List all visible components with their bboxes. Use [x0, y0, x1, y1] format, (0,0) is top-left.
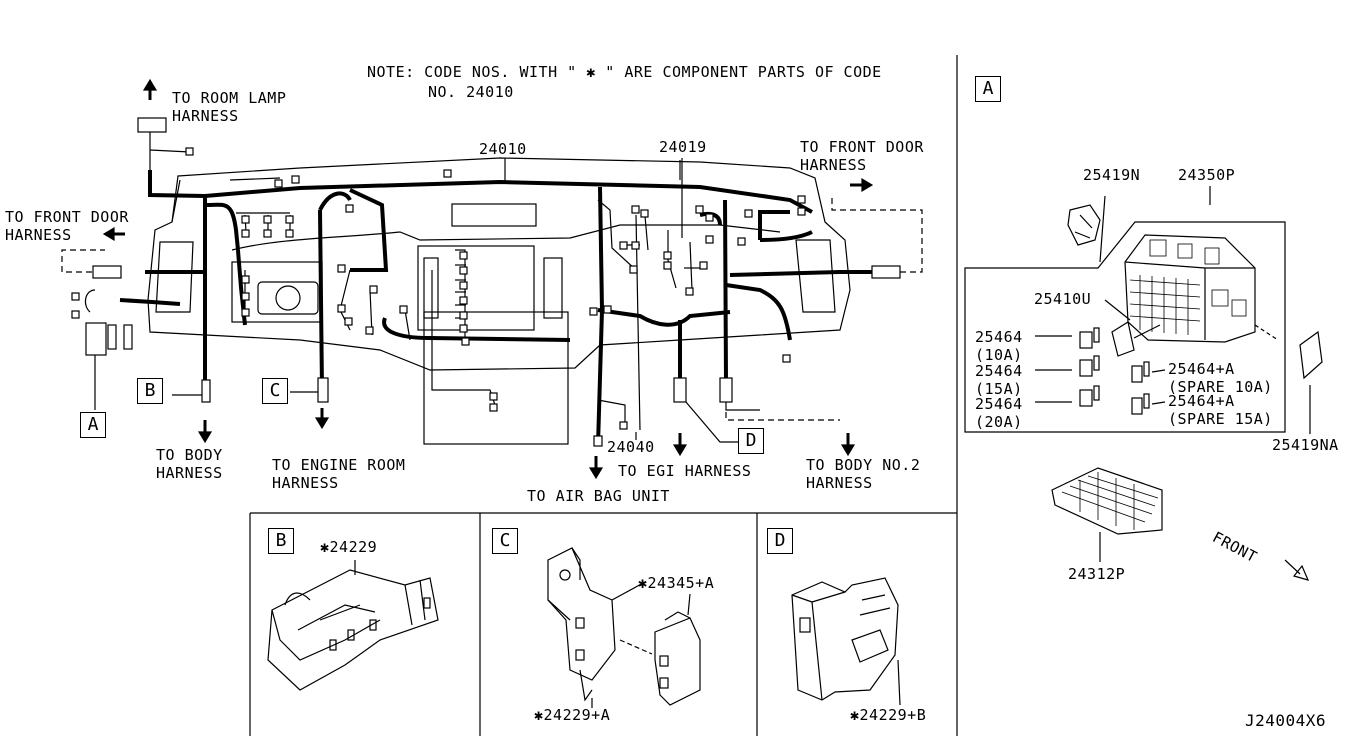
part-24312P: 24312P [1068, 565, 1126, 583]
fuse-block-panel [964, 186, 1323, 581]
part-25464-10a: 25464 (10A) [975, 328, 1023, 364]
connectors [71, 117, 901, 447]
part-25464a-spare-10a: 25464+A (SPARE 10A) [1168, 360, 1273, 396]
label-to-air-bag: TO AIR BAG UNIT [527, 487, 670, 505]
callout-d-main: D [738, 428, 764, 454]
panel-d-drawing [791, 577, 901, 706]
callout-a-main: A [80, 412, 106, 438]
part-24040: 24040 [607, 438, 655, 456]
panel-b-drawing [267, 560, 439, 691]
part-24229: ✱24229 [320, 538, 378, 556]
part-24345a: ✱24345+A [638, 574, 715, 592]
part-24010: 24010 [479, 140, 527, 158]
part-24229b: ✱24229+B [850, 706, 927, 724]
note-line-2: NO. 24010 [428, 83, 514, 101]
label-to-body-harness: TO BODY HARNESS [156, 446, 223, 482]
panel-d-label: D [767, 528, 793, 554]
label-to-body-no2: TO BODY NO.2 HARNESS [806, 456, 921, 492]
part-24019: 24019 [659, 138, 707, 156]
callout-c-main: C [262, 378, 288, 404]
label-to-front-door-right: TO FRONT DOOR HARNESS [800, 138, 924, 174]
part-24229a: ✱24229+A [534, 706, 611, 724]
label-to-engine-room: TO ENGINE ROOM HARNESS [272, 456, 406, 492]
panel-a-label: A [975, 76, 1001, 102]
label-to-front-door-left: TO FRONT DOOR HARNESS [5, 208, 129, 244]
part-25419N: 25419N [1083, 166, 1141, 184]
callout-b-main: B [137, 378, 163, 404]
harness-branches [84, 125, 760, 443]
panel-b-label: B [268, 528, 294, 554]
label-to-room-lamp: TO ROOM LAMP HARNESS [172, 89, 287, 125]
panel-c-label: C [492, 528, 518, 554]
part-25410U: 25410U [1034, 290, 1092, 308]
label-to-egi: TO EGI HARNESS [618, 462, 752, 480]
part-25464-20a: 25464 (20A) [975, 395, 1023, 431]
part-25464-15a: 25464 (15A) [975, 362, 1023, 398]
dashed-leads [61, 195, 923, 421]
dashboard-outline [147, 157, 851, 445]
panel-c-drawing [547, 547, 701, 708]
part-25464a-spare-15a: 25464+A (SPARE 15A) [1168, 392, 1273, 428]
leader-lines [504, 158, 683, 440]
part-25419NA: 25419NA [1272, 436, 1339, 454]
part-24350P: 24350P [1178, 166, 1236, 184]
note-line-1: NOTE: CODE NOS. WITH " ✱ " ARE COMPONENT… [367, 63, 882, 81]
harness-24010 [119, 170, 876, 446]
direction-arrows [102, 78, 874, 480]
diagram-code: J24004X6 [1245, 711, 1327, 730]
